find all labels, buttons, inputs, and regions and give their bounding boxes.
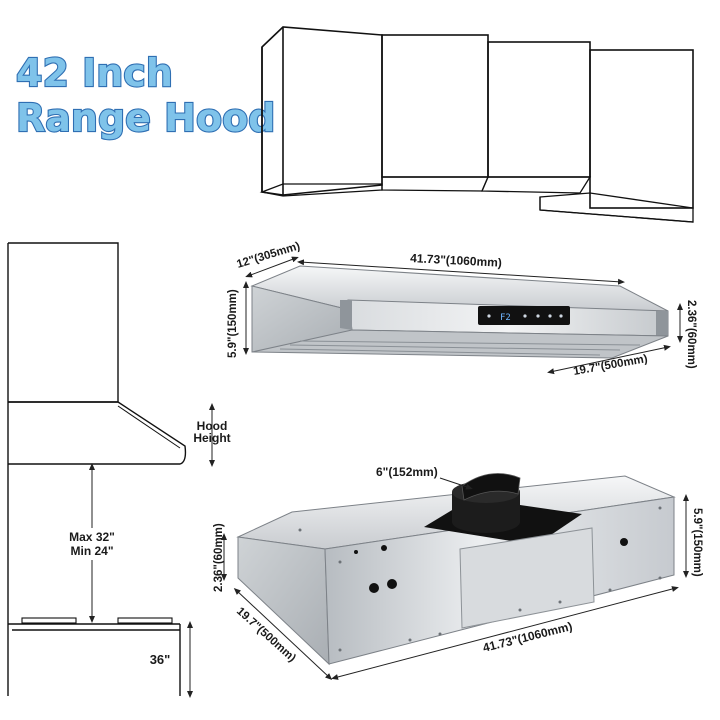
- title-line-2: Range Hood: [16, 96, 275, 140]
- top-width-label: 41.73"(1060mm): [481, 619, 573, 655]
- counter-height-label: 36": [150, 652, 171, 667]
- cooktop: [8, 617, 181, 696]
- duct-size-label: 6"(152mm): [376, 465, 438, 479]
- front-height-label: 5.9"(150mm): [227, 289, 239, 358]
- front-view-hood: F2 12"(305mm) 41.73"(1060mm) 5.9"(150mm)…: [227, 240, 697, 378]
- side-view: Hood Height Max 32" Min 24" 36": [7, 242, 231, 698]
- hood-height-label-2: Height: [193, 431, 230, 445]
- title-line-1: 42 Inch: [16, 51, 173, 95]
- top-front-height-label: 2.36"(60mm): [213, 523, 225, 592]
- front-depth-label: 12"(305mm): [235, 240, 301, 271]
- control-buttons: [487, 314, 563, 318]
- control-display: F2: [500, 313, 511, 323]
- wall-cabinets: [259, 26, 694, 223]
- front-width-label: 41.73"(1060mm): [410, 251, 502, 270]
- front-panel-height-label: 2.36"(60mm): [685, 300, 697, 369]
- clearance-max-label: Max 32": [69, 530, 115, 544]
- top-view-hood: 6"(152mm) 2.36"(60mm) 5.9"(150mm) 19.7"(…: [213, 465, 703, 681]
- clearance-min-label: Min 24": [70, 544, 113, 558]
- top-height-label: 5.9"(150mm): [691, 508, 703, 577]
- hood-height-label-1: Hood: [197, 419, 228, 433]
